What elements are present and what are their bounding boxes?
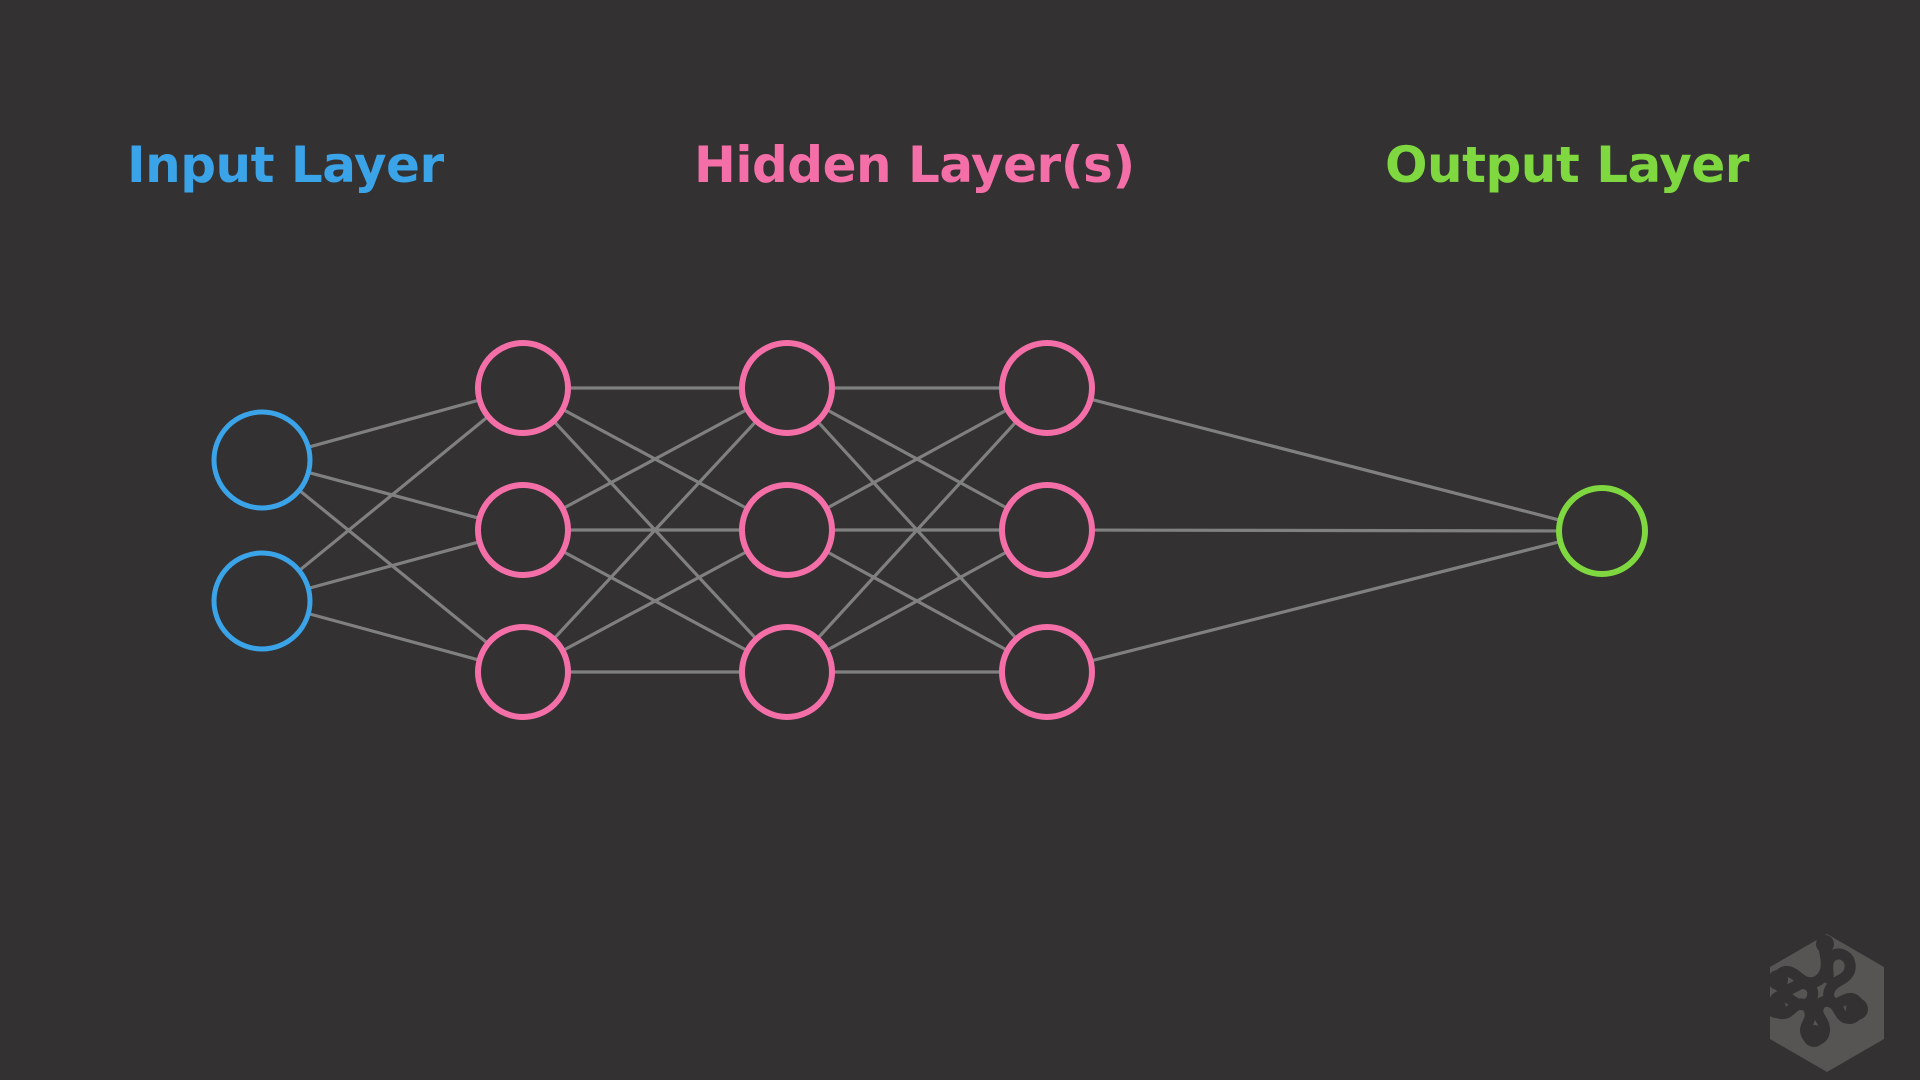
connection-edge	[1093, 528, 1558, 533]
connection-edge	[1091, 398, 1560, 522]
node-hidden-1-3[interactable]	[475, 624, 571, 720]
node-output-1[interactable]	[1556, 485, 1648, 577]
node-hidden-3-3[interactable]	[999, 624, 1095, 720]
network-nodes	[211, 340, 1648, 720]
connection-edge	[1091, 540, 1560, 662]
neuron-icon	[1766, 935, 1868, 1047]
node-hidden-2-2[interactable]	[739, 482, 835, 578]
connection-edge	[309, 612, 479, 662]
node-hidden-1-2[interactable]	[475, 482, 571, 578]
node-hidden-2-3[interactable]	[739, 624, 835, 720]
brand-watermark-logo	[1766, 934, 1884, 1072]
node-input-1[interactable]	[211, 409, 313, 511]
node-hidden-1-1[interactable]	[475, 340, 571, 436]
node-hidden-3-1[interactable]	[999, 340, 1095, 436]
connection-edge	[309, 540, 479, 590]
node-input-2[interactable]	[211, 550, 313, 652]
connection-edge	[827, 551, 1007, 651]
node-hidden-3-2[interactable]	[999, 482, 1095, 578]
connection-edge	[827, 409, 1007, 509]
connection-edge	[554, 421, 756, 639]
node-hidden-2-1[interactable]	[739, 340, 835, 436]
connection-edge	[309, 399, 479, 449]
connection-edge	[817, 421, 1017, 639]
connection-edge	[299, 416, 488, 571]
connection-edge	[563, 551, 747, 651]
connection-edge	[563, 409, 747, 509]
connection-edges	[299, 386, 1560, 674]
